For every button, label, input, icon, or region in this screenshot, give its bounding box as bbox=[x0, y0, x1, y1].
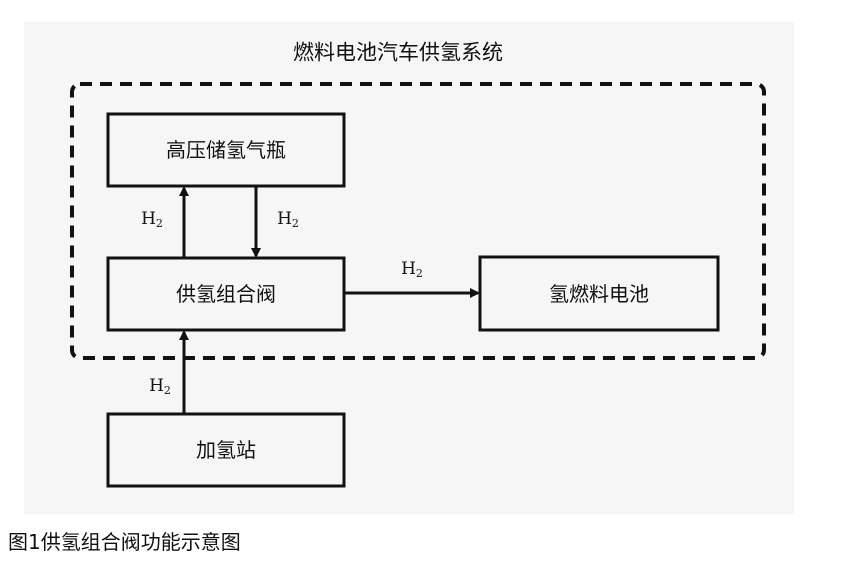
edge-label-station-to-valve: H2 bbox=[149, 376, 171, 397]
tank-label: 高压储氢气瓶 bbox=[166, 138, 286, 162]
edge-label-base: H bbox=[149, 376, 164, 396]
edge-label-sub: 2 bbox=[163, 384, 171, 397]
fuel-cell-box bbox=[478, 255, 720, 332]
edge-label-base: H bbox=[141, 209, 156, 229]
diagram-title: 燃料电池汽车供氢系统 bbox=[293, 40, 503, 65]
edge-label-valve-to-tank: H2 bbox=[141, 209, 163, 230]
station-box bbox=[106, 412, 346, 488]
fuel-cell-label: 氢燃料电池 bbox=[549, 282, 649, 306]
edge-label-valve-to-fuel-cell: H2 bbox=[401, 259, 423, 280]
valve-label: 供氢组合阀 bbox=[176, 282, 276, 306]
edge-label-base: H bbox=[277, 209, 292, 229]
station-label: 加氢站 bbox=[196, 438, 256, 462]
edge-label-base: H bbox=[401, 259, 416, 279]
tank-box bbox=[106, 112, 346, 188]
valve-box bbox=[106, 256, 346, 332]
diagram-canvas bbox=[70, 82, 766, 488]
diagram-figure: 燃料电池汽车供氢系统 高压储氢气瓶 供氢组合阀 氢燃料电池 加氢站 H2 H2 … bbox=[24, 22, 794, 514]
edge-label-sub: 2 bbox=[291, 217, 299, 230]
edge-label-tank-to-valve: H2 bbox=[277, 209, 299, 230]
edge-label-sub: 2 bbox=[415, 267, 423, 280]
figure-caption: 图1供氢组合阀功能示意图 bbox=[8, 530, 241, 554]
edge-label-sub: 2 bbox=[155, 217, 163, 230]
